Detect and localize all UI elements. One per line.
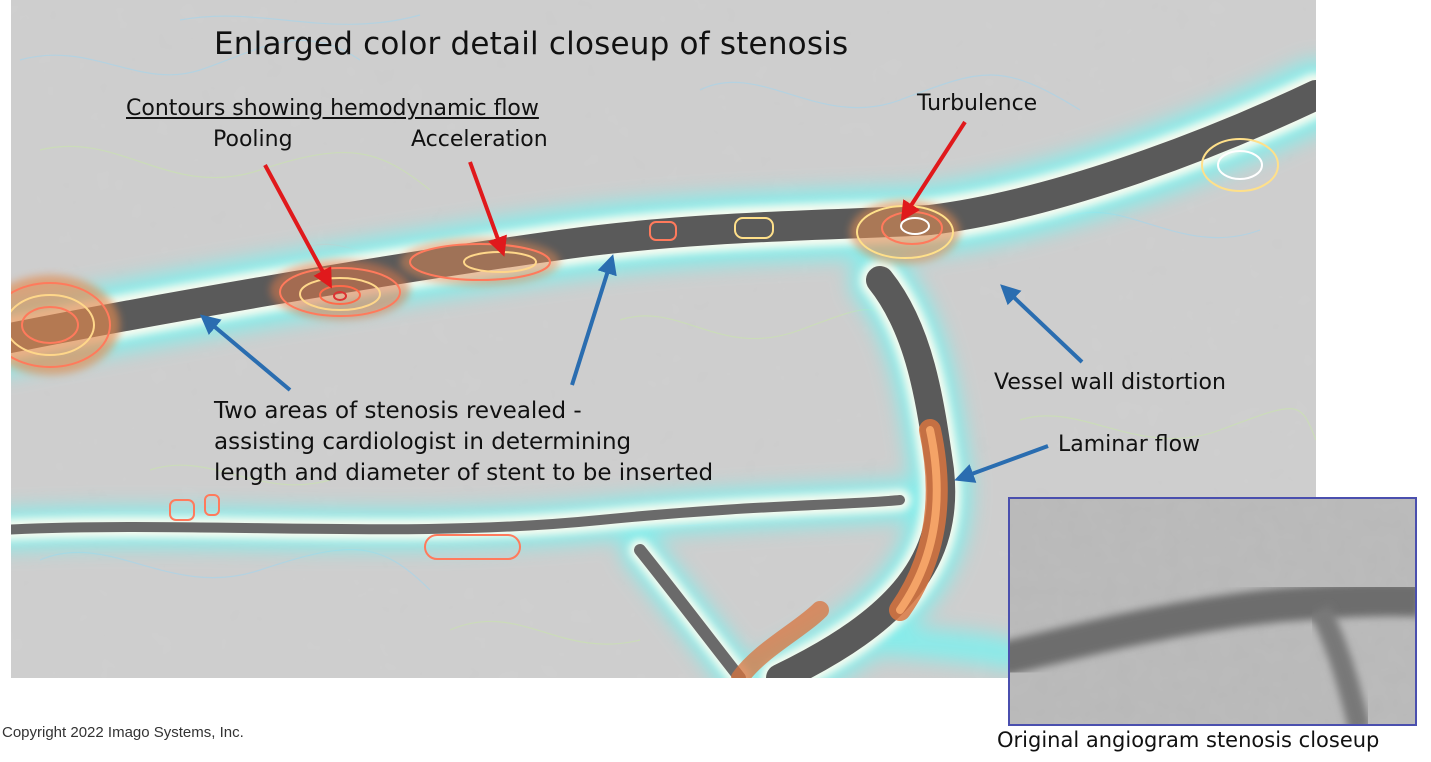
- copyright-notice: Copyright 2022 Imago Systems, Inc.: [2, 724, 244, 741]
- stenosis-arrow-right: [570, 254, 617, 386]
- angiogram-inset: [1008, 497, 1417, 726]
- stenosis-arrow-left: [199, 314, 292, 392]
- pooling-label: Pooling: [213, 127, 293, 152]
- description-line: length and diameter of stent to be inser…: [214, 460, 714, 486]
- blue-arrows: [199, 254, 1084, 483]
- inset-border: [1008, 497, 1417, 726]
- contours-heading: Contours showing hemodynamic flow: [126, 96, 539, 121]
- flow-contours: [11, 138, 1279, 678]
- stenosis-description: Two areas of stenosis revealed - assisti…: [214, 396, 713, 489]
- pooling-arrow: [263, 164, 332, 289]
- figure-title: Enlarged color detail closeup of stenosi…: [214, 26, 849, 62]
- laminar-flow-label: Laminar flow: [1058, 432, 1201, 457]
- vessel-wall-arrow: [1000, 284, 1084, 364]
- turbulence-arrow: [900, 120, 967, 222]
- description-line: Two areas of stenosis revealed -: [214, 398, 582, 424]
- turbulence-label: Turbulence: [917, 91, 1038, 116]
- description-line: assisting cardiologist in determining: [214, 429, 632, 455]
- red-arrows: [263, 120, 967, 289]
- laminar-flow-arrow: [954, 444, 1049, 483]
- acceleration-label: Acceleration: [411, 127, 548, 152]
- enlarged-image: [11, 0, 1316, 678]
- inset-caption: Original angiogram stenosis closeup: [997, 728, 1380, 752]
- acceleration-arrow: [468, 161, 507, 257]
- vessel-wall-label: Vessel wall distortion: [994, 370, 1226, 395]
